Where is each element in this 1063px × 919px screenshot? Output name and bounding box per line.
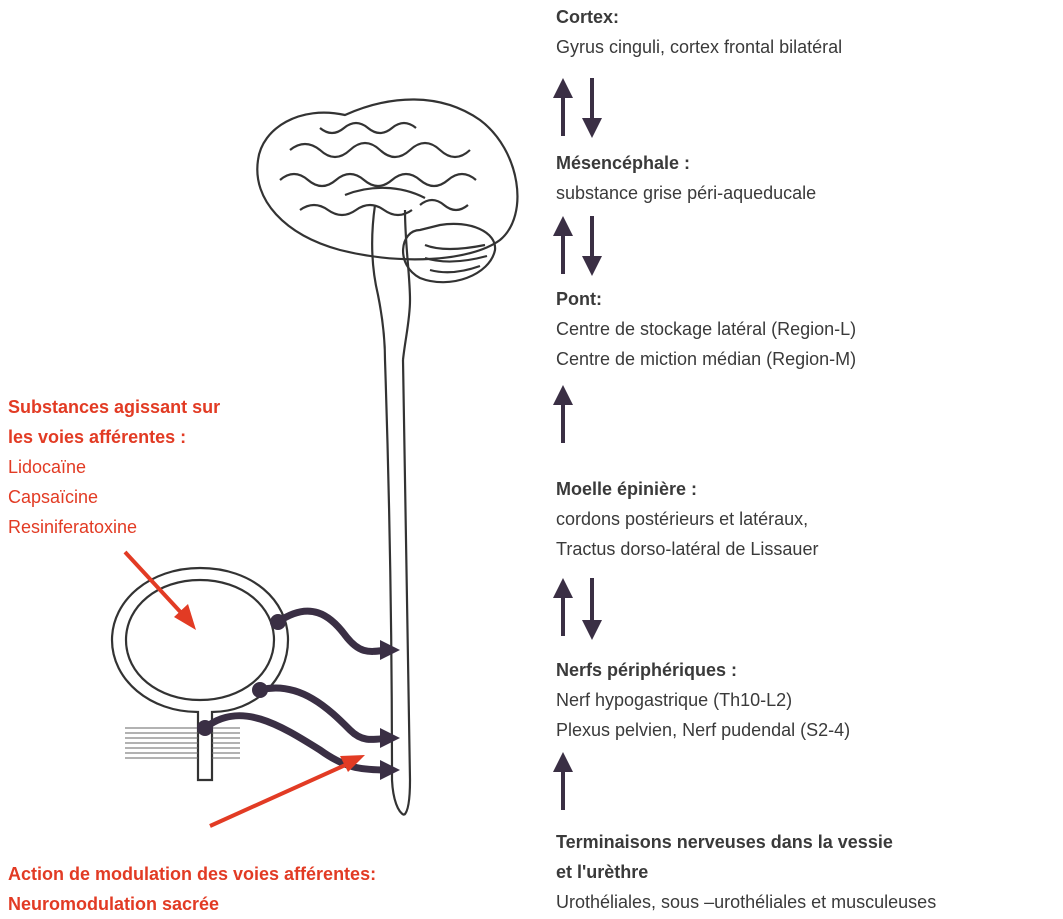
modulation-block: Action de modulation des voies afférente… bbox=[8, 859, 376, 919]
spinal-cord-drawing bbox=[385, 360, 410, 815]
level-line: Centre de miction médian (Region-M) bbox=[556, 344, 856, 374]
red-arrow-modulation bbox=[210, 755, 365, 826]
substance-item: Resiniferatoxine bbox=[8, 512, 220, 542]
substances-block: Substances agissant sur les voies affére… bbox=[8, 392, 220, 542]
level-title: Pont: bbox=[556, 284, 856, 314]
modulation-title: Action de modulation des voies afférente… bbox=[8, 859, 376, 889]
level-title: Cortex: bbox=[556, 2, 842, 32]
level-line: substance grise péri-aqueducale bbox=[556, 178, 816, 208]
substance-item: Lidocaïne bbox=[8, 452, 220, 482]
substance-item: Capsaïcine bbox=[8, 482, 220, 512]
nerve-fibers bbox=[205, 611, 388, 770]
up-down-arrow-icon bbox=[553, 578, 602, 640]
substances-title: Substances agissant sur bbox=[8, 392, 220, 422]
level-nerfs: Nerfs périphériques : Nerf hypogastrique… bbox=[556, 655, 850, 745]
level-line: Centre de stockage latéral (Region-L) bbox=[556, 314, 856, 344]
nerve-arrowheads bbox=[380, 640, 400, 780]
level-title: Moelle épinière : bbox=[556, 474, 818, 504]
pelvic-floor-hatching bbox=[125, 728, 240, 758]
level-line: Nerf hypogastrique (Th10-L2) bbox=[556, 685, 850, 715]
up-arrow-icon bbox=[553, 385, 573, 443]
level-title: Terminaisons nerveuses dans la vessie bbox=[556, 827, 936, 857]
level-line: cordons postérieurs et latéraux, bbox=[556, 504, 818, 534]
brain-drawing bbox=[257, 99, 517, 360]
substances-subtitle: les voies afférentes : bbox=[8, 422, 220, 452]
level-line: Gyrus cinguli, cortex frontal bilatéral bbox=[556, 32, 842, 62]
level-cortex: Cortex: Gyrus cinguli, cortex frontal bi… bbox=[556, 2, 842, 62]
level-line: Urothéliales, sous –urothéliales et musc… bbox=[556, 887, 936, 917]
level-line: Tractus dorso-latéral de Lissauer bbox=[556, 534, 818, 564]
level-title: Nerfs périphériques : bbox=[556, 655, 850, 685]
level-mesencephale: Mésencéphale : substance grise péri-aque… bbox=[556, 148, 816, 208]
level-terminaisons: Terminaisons nerveuses dans la vessie et… bbox=[556, 827, 936, 917]
level-pont: Pont: Centre de stockage latéral (Region… bbox=[556, 284, 856, 374]
up-down-arrow-icon bbox=[553, 216, 602, 276]
level-title: Mésencéphale : bbox=[556, 148, 816, 178]
up-down-arrow-icon bbox=[553, 78, 602, 138]
level-line: et l'urèthre bbox=[556, 857, 936, 887]
modulation-subtitle: Neuromodulation sacrée bbox=[8, 889, 376, 919]
level-moelle: Moelle épinière : cordons postérieurs et… bbox=[556, 474, 818, 564]
level-line: Plexus pelvien, Nerf pudendal (S2-4) bbox=[556, 715, 850, 745]
up-arrow-icon bbox=[553, 752, 573, 810]
